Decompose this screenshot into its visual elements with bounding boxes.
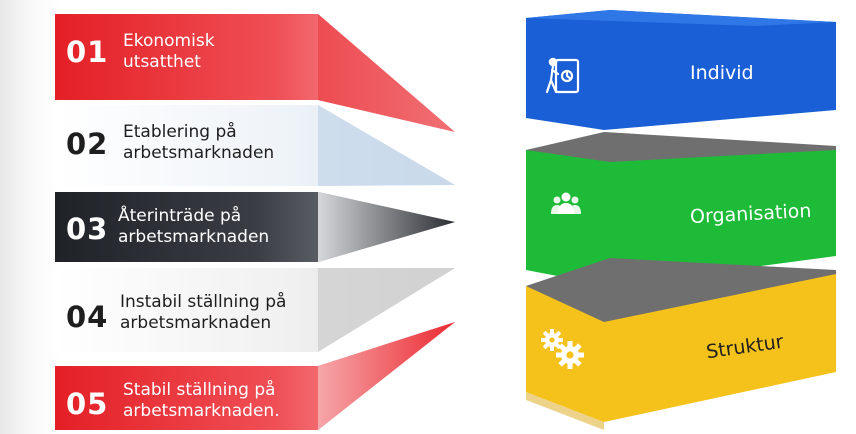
step-03-tail — [318, 192, 455, 262]
step-04-label: Instabil ställning på arbetsmarknaden — [120, 292, 360, 334]
step-05-label: Stabil ställning på arbetsmarknaden. — [123, 380, 363, 422]
step-04-line2: arbetsmarknaden — [120, 313, 272, 333]
step-05-line2: arbetsmarknaden. — [123, 401, 280, 421]
step-05-tail — [318, 322, 455, 430]
step-03-line2: arbetsmarknaden — [118, 227, 270, 247]
step-03-line1: Återinträde på — [118, 206, 242, 226]
layer-struktur-block — [526, 274, 836, 422]
step-04-number: 04 — [66, 300, 109, 334]
layer-organisation-block — [526, 150, 836, 286]
step-02-number: 02 — [66, 127, 109, 161]
step-05-line1: Stabil ställning på — [123, 380, 276, 400]
step-04-line1: Instabil ställning på — [120, 292, 287, 312]
step-02-tail — [318, 105, 455, 186]
step-05-ribbon — [55, 322, 455, 430]
step-02-label: Etablering på arbetsmarknaden — [123, 122, 363, 164]
step-02-line2: arbetsmarknaden — [123, 143, 275, 163]
gears-icon — [541, 329, 584, 369]
person-tablet-icon — [545, 57, 580, 94]
step-01-line2: utsatthet — [123, 52, 201, 72]
layer-struktur-shadow — [526, 392, 604, 430]
layer-individ-label: Individ — [690, 62, 754, 84]
step-01-label: Ekonomisk utsatthet — [123, 31, 363, 73]
step-01-tail — [318, 14, 455, 132]
step-02-line1: Etablering på — [123, 122, 237, 142]
layer-struktur-top — [526, 258, 836, 326]
step-04-tail — [318, 268, 455, 352]
step-01-number: 01 — [66, 35, 109, 69]
group-people-icon — [551, 192, 581, 214]
layer-individ-top — [526, 10, 836, 26]
step-05-number: 05 — [66, 387, 109, 421]
layer-individ-block — [526, 10, 836, 130]
step-01-line1: Ekonomisk — [123, 31, 215, 51]
step-03-number: 03 — [66, 212, 109, 246]
step-03-label: Återinträde på arbetsmarknaden — [118, 206, 358, 248]
